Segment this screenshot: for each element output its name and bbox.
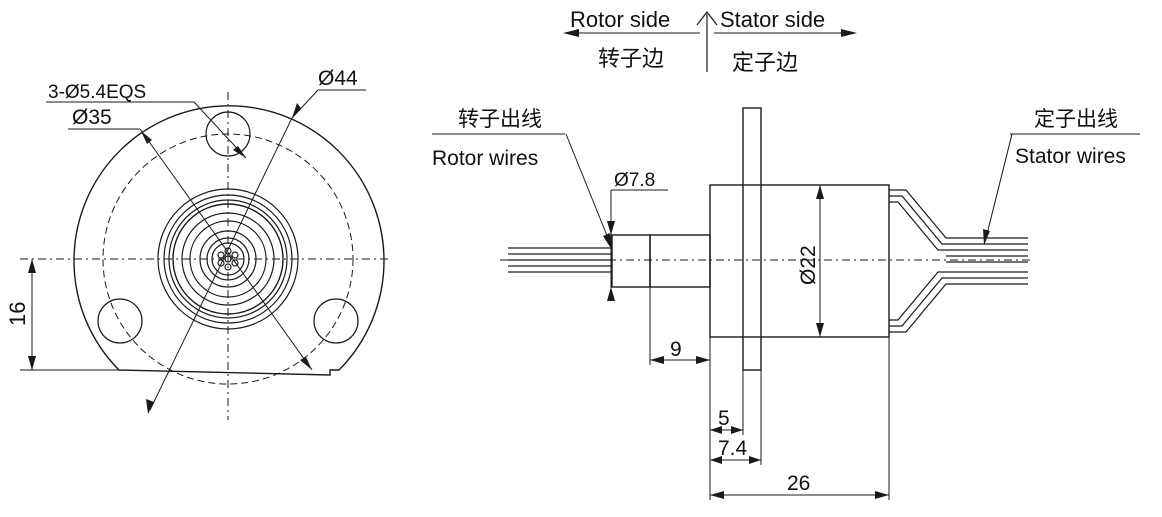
stator-wires-leader	[984, 133, 1013, 243]
stator-wires-label: Stator wires	[1015, 145, 1126, 168]
rotor-shaft	[649, 234, 711, 288]
dim74-arrow-right-icon	[749, 456, 761, 464]
d44-arrow-top-icon	[292, 103, 301, 118]
dim9-arrow-right-icon	[696, 356, 710, 364]
rotor-side-cn-label: 转子边	[598, 47, 664, 72]
front-view: Ø44 Ø35 3-Ø5.4EQS 16	[5, 67, 388, 420]
d35-leader	[139, 128, 313, 371]
main-body	[709, 184, 890, 338]
d35-arrow-top-icon	[141, 131, 152, 144]
flange-outline	[73, 105, 385, 376]
holes-arrow-icon	[233, 146, 246, 158]
d44-label: Ø44	[318, 67, 358, 90]
d44-arrow-bottom-icon	[146, 399, 154, 414]
d35-arrow-bottom-icon	[300, 357, 312, 370]
mount-hole-left	[97, 298, 143, 344]
holes-label: 3-Ø5.4EQS	[48, 82, 146, 103]
dim26-arrow-left-icon	[710, 491, 724, 499]
d22-arrow-top-icon	[816, 185, 824, 199]
dim74-arrow-left-icon	[710, 456, 722, 464]
side-indicator: Rotor side Stator side 转子边 定子边	[563, 7, 857, 76]
stator-wire-bundle	[889, 189, 1028, 333]
d22-arrow-bottom-icon	[816, 323, 824, 337]
dim74-label: 7.4	[718, 437, 748, 460]
d22-label: Ø22	[797, 245, 820, 285]
rotor-side-label: Rotor side	[570, 7, 670, 32]
d44-leader-tail	[291, 89, 319, 119]
height-arrow-top-icon	[28, 259, 36, 273]
rotor-arrow-icon	[563, 29, 579, 37]
divider-caret	[696, 11, 718, 26]
dim9-arrow-left-icon	[650, 356, 664, 364]
rotor-wires-label: Rotor wires	[432, 147, 538, 170]
side-view: 转子出线 Rotor wires 定子出线 Stator wires Ø7.8 …	[432, 107, 1140, 500]
height-label: 16	[5, 302, 30, 326]
d78-arrow-top-icon	[607, 221, 615, 235]
rotor-wires-cn-label: 转子出线	[458, 107, 542, 131]
d35-label: Ø35	[72, 106, 112, 129]
d78-arrow-bottom-icon	[607, 287, 615, 301]
stator-side-cn-label: 定子边	[732, 51, 798, 76]
stator-side-label: Stator side	[720, 7, 825, 32]
rotor-sleeve	[611, 234, 651, 288]
dim26-label: 26	[787, 472, 810, 495]
dim5-arrow-left-icon	[710, 426, 722, 434]
stator-arrow-icon	[841, 29, 857, 37]
stator-wires-cn-label: 定子出线	[1034, 107, 1118, 131]
stator-wires-arrow-icon	[983, 229, 990, 245]
mount-hole-right	[313, 298, 359, 344]
dim9-label: 9	[670, 338, 682, 361]
dim5-arrow-right-icon	[731, 426, 743, 434]
dim26-arrow-right-icon	[875, 491, 889, 499]
rotor-wires-leader	[565, 133, 613, 249]
height-arrow-bottom-icon	[28, 356, 36, 370]
dim5-label: 5	[718, 407, 730, 430]
d78-label: Ø7.8	[614, 170, 655, 191]
rotor-wires-arrow-icon	[603, 233, 612, 250]
flange-plate	[742, 107, 762, 371]
d44-leader	[149, 117, 293, 411]
